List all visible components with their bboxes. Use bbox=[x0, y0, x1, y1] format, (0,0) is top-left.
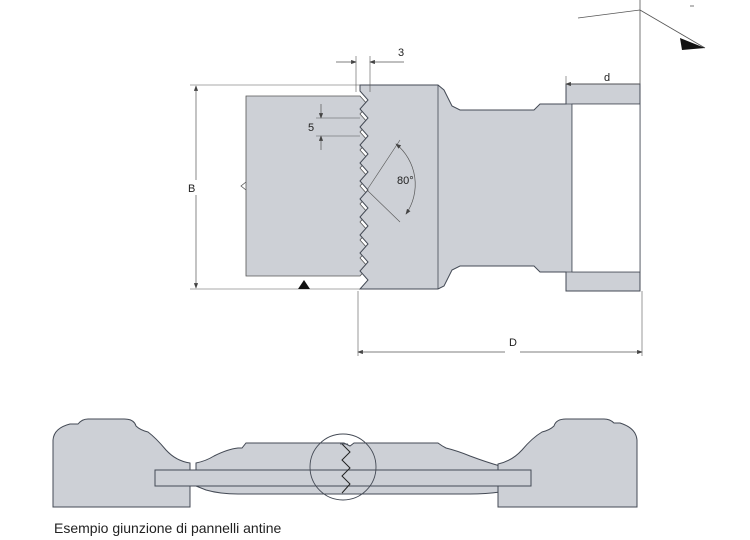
dimension-height bbox=[190, 84, 360, 290]
workpiece-section bbox=[245, 95, 369, 277]
dimension-bore bbox=[565, 76, 640, 87]
break-line bbox=[240, 181, 247, 191]
dimension-diameter-label: D bbox=[509, 337, 517, 349]
dimension-height-label: B bbox=[188, 183, 195, 195]
dimension-tooth-depth bbox=[316, 104, 360, 150]
right-frame-profile bbox=[497, 418, 638, 508]
dimension-pitch bbox=[336, 56, 404, 92]
dimension-bore-label: d bbox=[604, 72, 610, 84]
rotation-arrow-icon bbox=[680, 38, 705, 50]
dimension-pitch-label: 3 bbox=[398, 47, 404, 59]
left-frame-profile bbox=[52, 418, 197, 508]
rotation-direction-indicator bbox=[577, 0, 706, 95]
panel-tongue bbox=[154, 469, 532, 487]
cutter-profile bbox=[358, 83, 641, 292]
detail-circle bbox=[309, 433, 377, 501]
serrated-joint-line bbox=[341, 443, 351, 494]
illustration-caption: Esempio giunzione di pannelli antine bbox=[54, 520, 282, 536]
dimension-angle-label: 80° bbox=[397, 175, 414, 187]
dimension-tooth-depth-label: 5 bbox=[308, 122, 314, 134]
reference-triangle-icon bbox=[298, 280, 310, 289]
bore-area bbox=[571, 103, 641, 273]
panel-joint-illustration bbox=[52, 418, 638, 508]
dimension-angle bbox=[366, 139, 416, 223]
dimension-diameter bbox=[357, 291, 643, 356]
